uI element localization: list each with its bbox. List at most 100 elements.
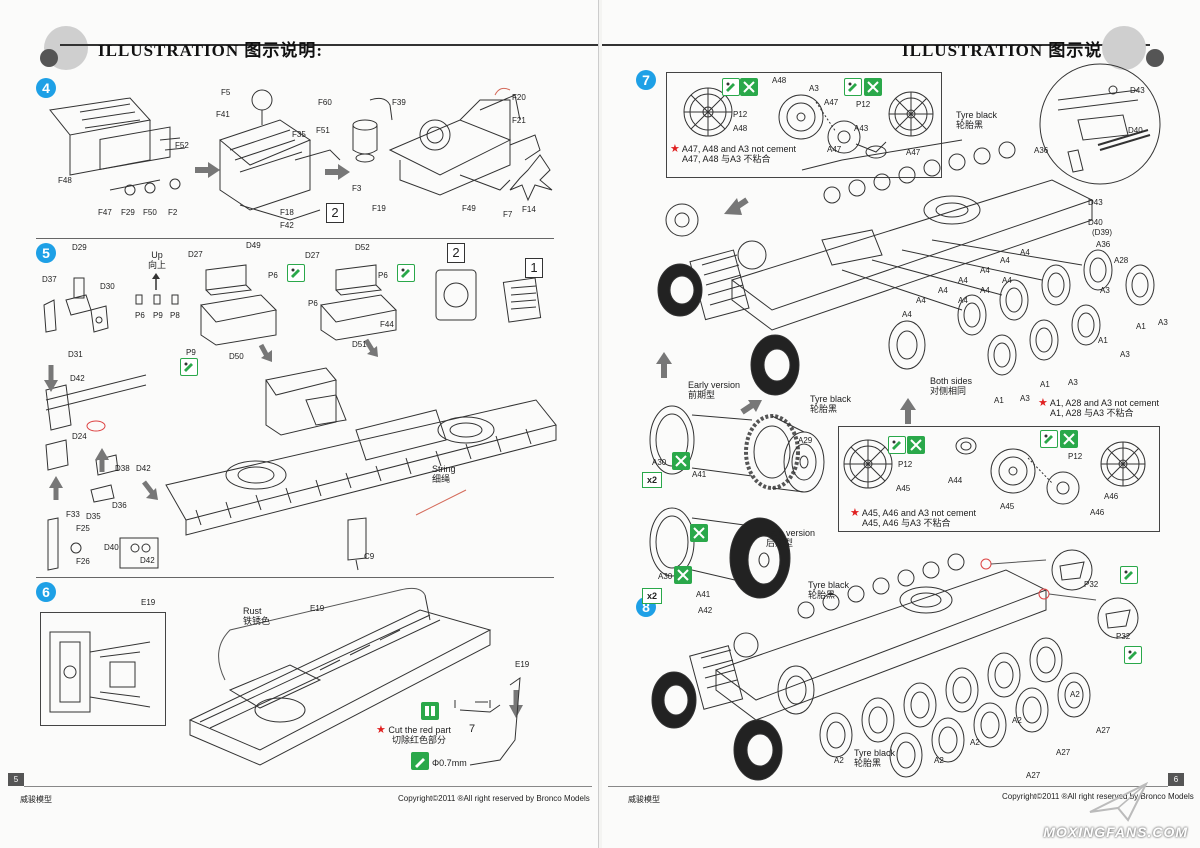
step-number-badge: 6 <box>36 582 56 602</box>
cut-icon <box>421 702 439 720</box>
part-label: F19 <box>372 204 386 213</box>
detail-inset-frame <box>666 72 942 178</box>
footer-copyright: Copyright©2011 ®All right reserved by Br… <box>1002 792 1194 801</box>
step6-diagram <box>188 587 523 766</box>
warning-star-icon: ★ <box>670 143 680 155</box>
up-arrow-icon <box>656 352 672 378</box>
not-cement-note: ★ A1, A28 and A3 not cement A1, A28 与A3 … <box>1038 397 1159 419</box>
glue-icon <box>888 436 906 454</box>
part-label: D52 <box>355 243 370 252</box>
glue-icon <box>1120 566 1138 584</box>
part-label: F47 <box>98 208 112 217</box>
up-arrow-icon <box>152 273 160 290</box>
both-sides-en: Both sides <box>930 376 973 386</box>
part-label: F51 <box>316 126 330 135</box>
step-divider <box>36 238 554 239</box>
part-label: A1 <box>1098 336 1108 345</box>
step-divider <box>36 577 554 578</box>
part-label: F49 <box>462 204 476 213</box>
part-label: D29 <box>72 243 87 252</box>
part-label: A4 <box>902 310 912 319</box>
part-label: A45 <box>1000 502 1015 511</box>
part-label: A48 <box>772 76 787 85</box>
step4-diagram <box>49 87 553 221</box>
paint-icon <box>674 566 692 584</box>
part-label: D40 <box>104 543 119 552</box>
drill-icon <box>411 752 429 770</box>
glue-icon <box>1040 430 1058 448</box>
part-label: A47 <box>824 98 839 107</box>
part-label: D42 <box>140 556 155 565</box>
part-label: D27 <box>305 251 320 260</box>
part-label: F42 <box>280 221 294 230</box>
early-version-note: Early version 前期型 <box>688 380 740 400</box>
footer-rule <box>608 786 1168 787</box>
paint-icon <box>1060 430 1078 448</box>
part-label: P12 <box>1068 452 1083 461</box>
detail-circle <box>1097 597 1139 639</box>
page-number: 6 <box>1168 773 1184 786</box>
page-number: 5 <box>8 773 24 786</box>
header-decor-circle <box>1102 26 1146 70</box>
warning-star-icon: ★ <box>1038 397 1048 409</box>
part-label: A47 <box>827 145 842 154</box>
right-page: ILLUSTRATION 图示说明: 7 A48 A3 P12 A48 A47 … <box>602 0 1200 848</box>
paint-icon <box>907 436 925 454</box>
header-rule <box>602 44 1150 46</box>
part-label: A44 <box>948 476 963 485</box>
glue-icon <box>397 264 415 282</box>
part-label: A3 <box>1158 318 1168 327</box>
part-label: D35 <box>86 512 101 521</box>
glue-icon <box>287 264 305 282</box>
early-version-cn: 前期型 <box>688 390 716 400</box>
paint-icon <box>864 78 882 96</box>
part-label: P32 <box>1084 580 1099 589</box>
part-label: A3 <box>1100 286 1110 295</box>
paint-icon <box>690 524 708 542</box>
part-label: A48 <box>733 124 748 133</box>
part-label: A3 <box>809 84 819 93</box>
not-cement-note: ★ A45, A46 and A3 not cement A45, A46 与A… <box>850 507 976 529</box>
detail-circle <box>1051 549 1093 591</box>
page-title: ILLUSTRATION 图示说明: <box>902 41 1128 60</box>
not-cement-note-cn: A47, A48 与A3 不粘合 <box>682 154 771 164</box>
tyre-black-cn: 轮胎黑 <box>808 590 836 600</box>
part-label: P12 <box>856 100 871 109</box>
paint-icon <box>672 452 690 470</box>
part-label: F2 <box>168 208 178 217</box>
tyre-black-en: Tyre black <box>808 580 850 590</box>
warning-star-icon: ★ <box>850 507 860 519</box>
early-version-en: Early version <box>688 380 741 390</box>
not-cement-note-en: A45, A46 and A3 not cement <box>861 508 976 518</box>
part-label: F18 <box>280 208 294 217</box>
part-label: A29 <box>798 436 813 445</box>
part-label: F21 <box>512 116 526 125</box>
late-tyre-diagram <box>649 507 791 599</box>
part-label: P32 <box>1116 632 1131 641</box>
part-label: F52 <box>175 141 189 150</box>
part-label: E19 <box>515 660 530 669</box>
part-label: F50 <box>143 208 157 217</box>
part-label: A45 <box>896 484 911 493</box>
part-label: F41 <box>216 110 230 119</box>
part-label: A4 <box>958 276 968 285</box>
part-label: F44 <box>380 320 394 329</box>
part-label: A2 <box>1012 716 1022 725</box>
cut-note: ★ Cut the red part 切除红色部分 <box>376 725 451 746</box>
footer-rule <box>24 786 592 787</box>
part-label: A28 <box>1114 256 1129 265</box>
part-label: A3 <box>1120 350 1130 359</box>
quantity-badge: x2 <box>642 588 662 604</box>
part-label: C9 <box>364 552 375 561</box>
up-note-en: Up <box>151 250 163 260</box>
part-label: D40 <box>1128 126 1143 135</box>
part-label: A30 <box>658 572 673 581</box>
late-version-note: Late version 后期型 <box>766 528 815 548</box>
footer-brand: 威骏模型 <box>20 795 52 804</box>
rust-note: Rust 铁锈色 <box>243 606 270 626</box>
string-note-cn: 细绳 <box>432 474 451 484</box>
part-label: D24 <box>72 432 87 441</box>
part-label: A4 <box>1000 256 1010 265</box>
glue-icon <box>844 78 862 96</box>
tyre-black-note: Tyre black 轮胎黑 <box>854 748 895 768</box>
